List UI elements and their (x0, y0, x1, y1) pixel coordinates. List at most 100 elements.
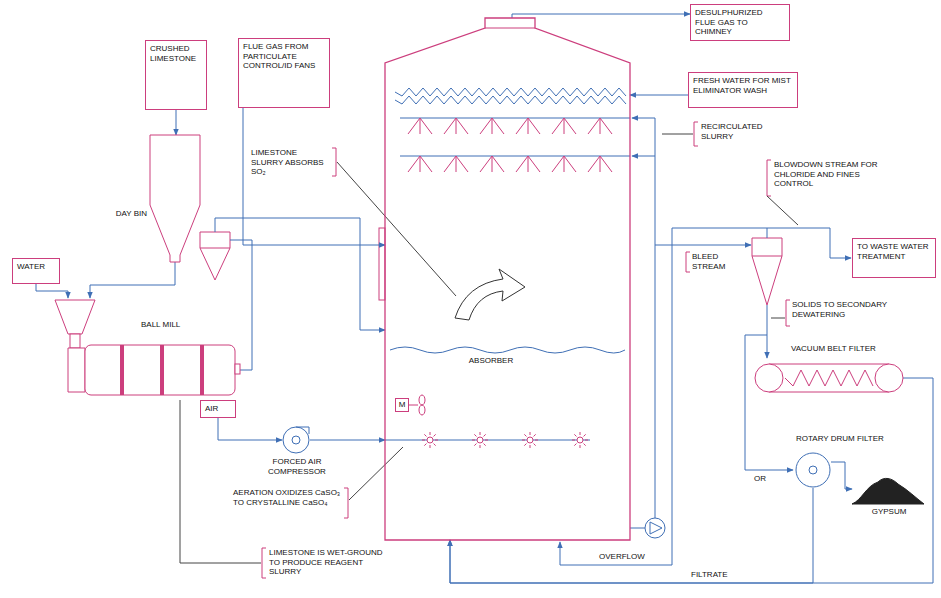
absorber-internals (485, 440, 488, 441)
flow-connector (450, 488, 813, 583)
equipment-shape: BALL MILL (40, 298, 240, 400)
node-text: TO WASTE WATER TREATMENT (857, 242, 931, 261)
absorber-internals (484, 444, 486, 446)
absorber-internals (408, 156, 432, 172)
slurry-line (560, 228, 767, 565)
absorber-internals (477, 437, 483, 443)
callout-bracket (694, 122, 698, 146)
absorber-internals (574, 444, 576, 446)
equipment-outline (200, 345, 204, 395)
hydrocyclone (200, 232, 782, 305)
callout-label: LIMESTONE SLURRY ABSORBS SO₂ (250, 148, 332, 177)
absorber-internals (408, 118, 432, 134)
callout-label: BLEED STREAM (691, 252, 741, 271)
hydrocyclone (752, 256, 782, 257)
process-box: DESULPHURIZED FLUE GAS TO CHIMNEY (690, 4, 790, 41)
process-box: FRESH WATER FOR MIST ELIMINATOR WASH (688, 72, 798, 108)
equipment-outline (235, 364, 240, 374)
callout-bracket (686, 252, 690, 272)
equipment-outline (283, 427, 309, 453)
node-text: FORCED AIR COMPRESSOR (260, 457, 334, 476)
slurry-line (632, 156, 655, 157)
absorber-internals (585, 440, 588, 441)
absorber-internals (395, 88, 626, 96)
absorber-internals (474, 434, 476, 436)
absorber-internals (530, 445, 531, 448)
equipment-outline (485, 28, 535, 29)
node-text: FLUE GAS FROM PARTICULATE CONTROL/ID FAN… (243, 42, 325, 71)
absorber-internals (534, 444, 536, 446)
equipment-shape: VACUUM BELT FILTER (755, 360, 903, 396)
callout-bracket (180, 122, 798, 578)
absorber-internals (588, 118, 612, 134)
process-box: AIR (200, 400, 236, 418)
equipment-outline (120, 345, 124, 395)
equipment-outline (385, 18, 630, 540)
equipment-outline (68, 348, 85, 392)
absorber-internals (535, 440, 538, 441)
flow-connector (218, 418, 282, 440)
callout-label: RECIRCULATED SLURRY (700, 122, 780, 141)
absorber-internals (577, 437, 583, 443)
absorber-internals (580, 432, 581, 435)
callout-bracket (337, 162, 456, 296)
callout-bracket (662, 134, 693, 135)
callout-label: BLOWDOWN STREAM FOR CHLORIDE AND FINES C… (773, 160, 897, 189)
callout-label: OR (753, 474, 775, 484)
equipment-outline (150, 135, 200, 262)
node-text: M (396, 400, 408, 410)
slurry-line (630, 528, 645, 529)
absorber-internals (390, 347, 625, 353)
equipment-outline (292, 436, 300, 444)
callout-label: AERATION OXIDIZES CaSO₃ TO CRYSTALLINE C… (232, 488, 344, 507)
callout-bracket (332, 148, 336, 176)
equipment-outline (809, 466, 817, 474)
equipment-shape: ROTARY DRUM FILTER (795, 452, 831, 488)
flow-connector (512, 14, 690, 18)
slurry-line (655, 245, 751, 246)
equipment-outline (852, 474, 924, 504)
absorber-internals (424, 434, 426, 436)
pump-symbol (650, 522, 662, 534)
pump-symbol (645, 518, 665, 538)
flow-connector (90, 262, 175, 298)
hydrocyclone (200, 248, 230, 249)
absorber-internals (480, 445, 481, 448)
equipment-outline (785, 370, 873, 386)
absorber-internals (480, 156, 504, 172)
equipment-outline (385, 18, 630, 540)
equipment-outline (282, 426, 310, 454)
absorber-internals (480, 432, 481, 435)
absorber-internals (527, 437, 533, 443)
node-text: DESULPHURIZED FLUE GAS TO CHIMNEY (695, 8, 785, 37)
pump-symbol (645, 518, 665, 538)
slurry-line (767, 305, 768, 358)
equipment-shape: DAY BIN (150, 135, 200, 262)
absorber-internals (522, 440, 525, 441)
node-text: CRUSHED LIMESTONE (150, 44, 202, 63)
callout-bracket (180, 400, 261, 563)
absorber-internals (379, 228, 385, 300)
slurry-line (767, 228, 851, 258)
hydrocyclone (752, 238, 782, 305)
slurry-line (632, 118, 655, 518)
node-text: GYPSUM (862, 507, 916, 517)
equipment-outline (160, 345, 164, 395)
node-text: VACUUM BELT FILTER (790, 344, 905, 354)
flow-connector (310, 440, 385, 441)
equipment-outline (755, 360, 903, 396)
absorber-internals (534, 434, 536, 436)
absorber-internals (584, 434, 586, 436)
equipment-outline (796, 453, 830, 487)
absorber-internals (434, 444, 436, 446)
absorber-internals (474, 444, 476, 446)
edge-label: FILTRATE (690, 570, 729, 580)
absorber-internals (584, 444, 586, 446)
absorber-internals (484, 434, 486, 436)
absorber-internals (444, 118, 468, 134)
equipment-outline (769, 364, 889, 392)
flow-connector (831, 462, 852, 489)
absorber-internals (435, 440, 438, 441)
equipment-outline (875, 364, 903, 392)
